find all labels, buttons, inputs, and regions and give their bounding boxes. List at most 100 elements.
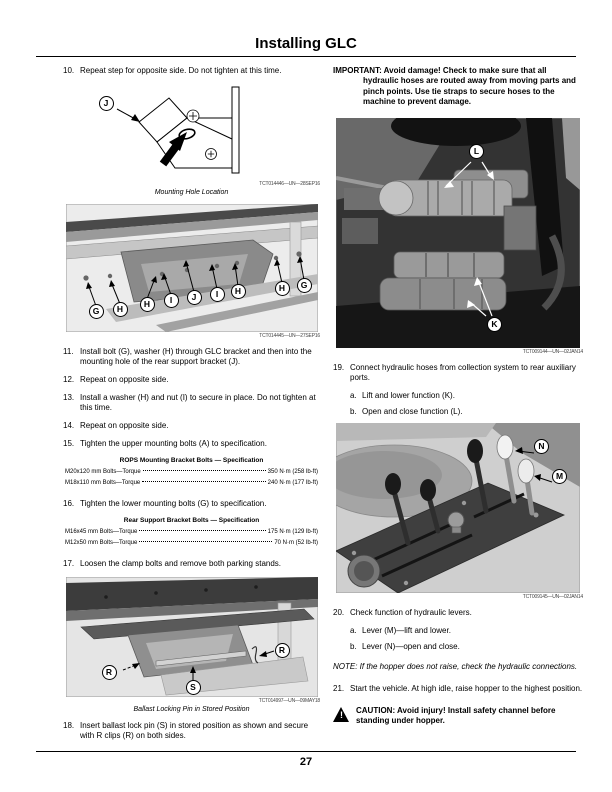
important-notice: IMPORTANT: Avoid damage! Check to make s… xyxy=(333,66,576,107)
callout-i: I xyxy=(163,293,179,308)
spec-label: M12x50 mm Bolts—Torque xyxy=(65,540,138,547)
rear-support-spec-table: Rear Support Bracket Bolts — Specificati… xyxy=(65,517,318,550)
substep-text: Open and close function (L). xyxy=(362,406,463,416)
substep-text: Lever (N)—open and close. xyxy=(362,641,460,651)
spec-row: M18x110 mm Bolts—Torque 240 N·m (177 lb-… xyxy=(65,478,318,489)
warning-exclamation: ! xyxy=(340,709,343,720)
warning-triangle-shape xyxy=(333,706,349,722)
figure-caption: Ballast Locking Pin in Stored Position xyxy=(133,705,250,713)
ballast-pin-graphic xyxy=(65,576,318,697)
spec-table-title: Rear Support Bracket Bolts — Specificati… xyxy=(123,516,260,524)
figure-mounting-hole: J TCT014446—UN—28SEP16 Mounting Hole Loc… xyxy=(63,84,320,196)
dot-leader xyxy=(142,470,266,471)
callout-h: H xyxy=(139,297,155,312)
step-text: Install bolt (G), washer (H) through GLC… xyxy=(80,347,312,366)
mounting-hole-illustration: J xyxy=(77,84,307,180)
step-text: Connect hydraulic hoses from collection … xyxy=(350,362,576,382)
spec-row: M20x120 mm Bolts—Torque 350 N·m (258 lb-… xyxy=(65,467,318,478)
callout-s: S xyxy=(185,679,201,695)
figure-image-id: TCT014997—UN—09MAY18 xyxy=(258,697,320,704)
spec-value: 350 N·m (258 lb-ft) xyxy=(267,469,318,475)
step-20: 20. Check function of hydraulic levers. xyxy=(333,608,583,618)
spec-row: M12x50 mm Bolts—Torque 70 N·m (52 lb-ft) xyxy=(65,538,318,549)
page-columns: 10. Repeat step for opposite side. Do no… xyxy=(63,66,583,749)
step-number: 15. xyxy=(63,439,75,448)
step-10: 10. Repeat step for opposite side. Do no… xyxy=(63,66,320,76)
step-text: Tighten the upper mounting bolts (A) to … xyxy=(80,439,267,448)
step-12: 12. Repeat on opposite side. xyxy=(63,375,320,385)
callout-h: H xyxy=(112,302,128,317)
left-column: 10. Repeat step for opposite side. Do no… xyxy=(63,66,320,749)
caution-notice: ! CAUTION: Avoid injury! Install safety … xyxy=(333,706,583,727)
footer-rule xyxy=(36,751,576,752)
step-text: Repeat on opposite side. xyxy=(80,375,169,384)
header-rule xyxy=(36,56,576,57)
step-15: 15. Tighten the upper mounting bolts (A)… xyxy=(63,439,320,449)
step-16: 16. Tighten the lower mounting bolts (G)… xyxy=(63,499,320,509)
callout-g: G xyxy=(88,304,104,319)
step-number: 17. xyxy=(63,558,75,568)
step-13: 13. Install a washer (H) and nut (I) to … xyxy=(63,393,320,413)
spec-value: 240 N·m (177 lb-ft) xyxy=(267,480,318,487)
callout-m: M xyxy=(552,468,567,484)
levers-graphic xyxy=(336,422,580,593)
step-number: 16. xyxy=(63,498,75,508)
step-number: 19. xyxy=(333,362,345,372)
ballast-pin-illustration: R R S xyxy=(65,576,318,697)
figure-hydraulic-levers: N M TCT009145—UN—02JAN14 xyxy=(333,422,583,600)
spec-value: 175 N·m (129 lb-ft) xyxy=(267,528,318,535)
dot-leader xyxy=(142,481,266,483)
step-number: 20. xyxy=(333,607,345,617)
figure-hydraulic-ports: L K TCT009144—UN—02JAN14 xyxy=(333,117,583,355)
spec-label: M18x110 mm Bolts—Torque xyxy=(65,480,141,487)
figure-image-id: TCT014445—UN—27SEP16 xyxy=(259,333,320,339)
step-text: Repeat on opposite side. xyxy=(80,421,169,430)
substep-letter: a. xyxy=(350,390,357,400)
step-text: Check function of hydraulic levers. xyxy=(350,607,472,617)
dot-leader xyxy=(139,541,273,543)
hydraulic-ports-photo: L K xyxy=(336,117,580,348)
caution-text: CAUTION: Avoid injury! Install safety ch… xyxy=(356,705,556,725)
callout-r: R xyxy=(101,664,117,680)
step-number: 18. xyxy=(63,720,75,730)
callout-h: H xyxy=(230,284,246,299)
callout-g: G xyxy=(296,278,312,293)
step-number: 12. xyxy=(63,375,75,384)
callout-r: R xyxy=(274,642,290,658)
spec-value: 70 N·m (52 lb-ft) xyxy=(274,540,318,547)
step-19a: a. Lift and lower function (K). xyxy=(350,391,583,401)
figure-rear-bracket: G H H I J I H H G TCT014445—UN—27SEP16 xyxy=(63,204,320,339)
step-18: 18. Insert ballast lock pin (S) in store… xyxy=(63,721,320,741)
substep-text: Lift and lower function (K). xyxy=(362,390,455,400)
callout-k: K xyxy=(487,316,502,332)
callout-j: J xyxy=(98,96,114,111)
step-11: 11. Install bolt (G), washer (H) through… xyxy=(63,347,320,367)
figure-image-id: TCT014446—UN—28SEP16 xyxy=(259,181,320,187)
substep-text: Lever (M)—lift and lower. xyxy=(362,625,451,635)
warning-triangle-icon: ! xyxy=(333,706,350,722)
step-text: Tighten the lower mounting bolts (G) to … xyxy=(80,498,267,508)
spec-row: M16x45 mm Bolts—Torque 175 N·m (129 lb-f… xyxy=(65,527,318,538)
callout-l: L xyxy=(469,143,484,159)
step-number: 10. xyxy=(63,66,75,75)
step-21: 21. Start the vehicle. At high idle, rai… xyxy=(333,684,583,694)
callout-h: H xyxy=(274,281,290,296)
rear-bracket-illustration: G H H I J I H H G xyxy=(65,204,318,332)
step-text: Insert ballast lock pin (S) in stored po… xyxy=(80,720,309,740)
hydraulic-ports-graphic xyxy=(336,117,580,348)
figure-ballast-pin: R R S TCT014997—UN—09MAY18 Ballast Locki… xyxy=(63,576,320,713)
mounting-hole-drawing-graphic xyxy=(116,86,239,174)
step-20a: a. Lever (M)—lift and lower. xyxy=(350,626,583,636)
step-text: Repeat step for opposite side. Do not ti… xyxy=(80,66,282,75)
step-number: 14. xyxy=(63,421,75,430)
levers-illustration: N M xyxy=(336,422,580,593)
dot-leader xyxy=(139,529,266,531)
figure-image-id: TCT009144—UN—02JAN14 xyxy=(522,348,583,355)
step-text: Loosen the clamp bolts and remove both p… xyxy=(80,558,282,568)
page-number: 27 xyxy=(299,756,313,768)
step-14: 14. Repeat on opposite side. xyxy=(63,421,320,431)
callout-n: N xyxy=(534,438,549,454)
rops-spec-table: ROPS Mounting Bracket Bolts — Specificat… xyxy=(65,457,318,490)
figure-image-id: TCT009145—UN—02JAN14 xyxy=(522,593,583,600)
